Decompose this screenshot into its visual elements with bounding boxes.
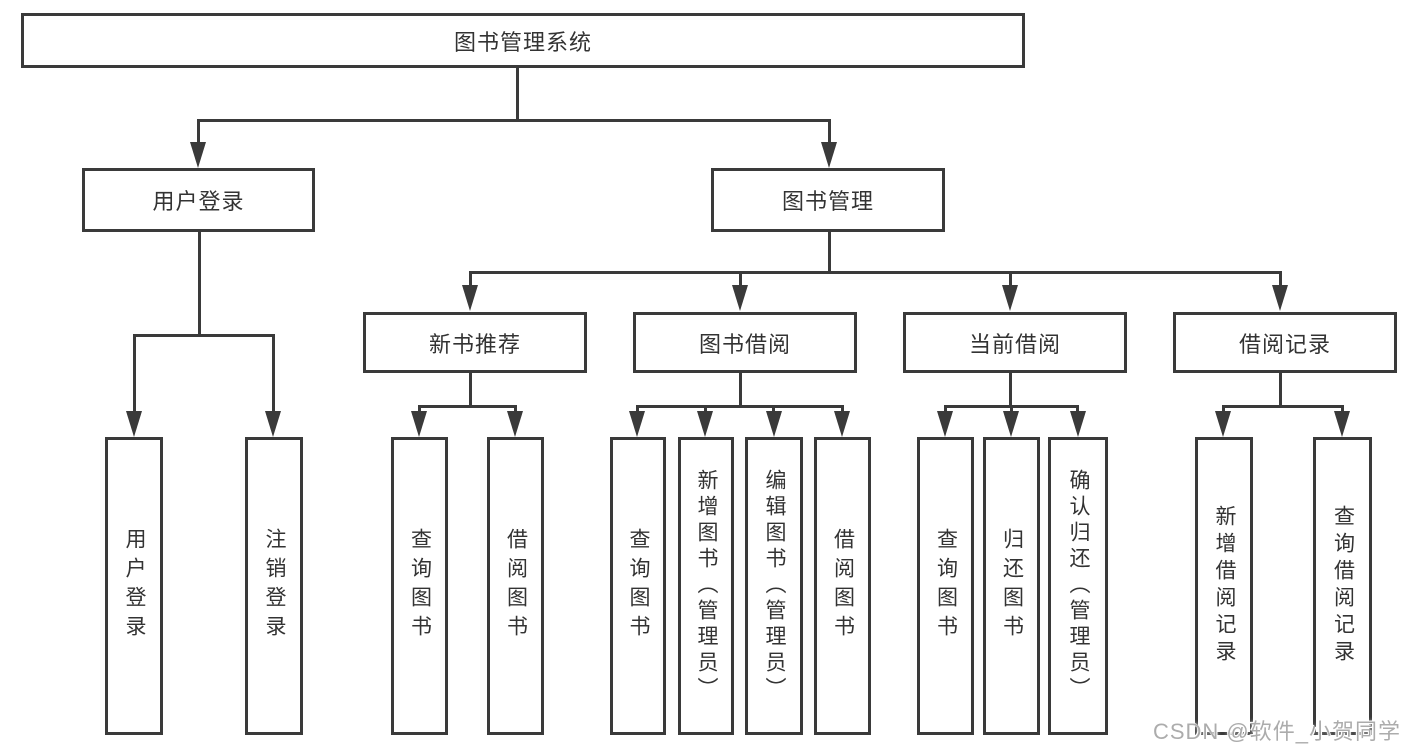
connector-leaf-drop [636, 405, 639, 414]
node-current-borrowing: 当前借阅 [903, 312, 1127, 373]
leaf-label: 借阅图书 [831, 528, 855, 644]
arrow-down-icon [834, 411, 850, 437]
arrow-down-icon [1272, 285, 1288, 311]
node-label: 图书管理 [781, 189, 874, 214]
node-label: 借阅记录 [1238, 331, 1331, 357]
connector-leaf-drop [514, 405, 517, 414]
node-user-login: 用户登录 [82, 168, 315, 232]
leaf-label: 新增图书（管理员） [695, 469, 718, 703]
node-label: 图书管理系统 [453, 29, 592, 55]
connector-level3-drop [739, 271, 742, 289]
leaf-label: 借阅图书 [504, 528, 528, 644]
leaf-query-book-current: 查询图书 [917, 437, 974, 735]
arrow-down-icon [1003, 411, 1019, 437]
node-root-library-system: 图书管理系统 [21, 13, 1025, 68]
connector-current-borrow-stem [1009, 373, 1012, 407]
connector-leaf-drop [1222, 405, 1225, 414]
connector-new-book-stem [469, 373, 472, 407]
connector-leaf-drop [272, 334, 275, 414]
arrow-down-icon [732, 285, 748, 311]
connector-leaf-drop [772, 405, 775, 414]
leaf-label: 用户登录 [123, 528, 146, 644]
arrow-down-icon [629, 411, 645, 437]
leaf-label: 查询借阅记录 [1331, 505, 1355, 667]
arrow-down-icon [697, 411, 713, 437]
node-label: 当前借阅 [968, 331, 1061, 357]
arrow-down-icon [265, 411, 281, 437]
connector-book-borrow-branch [636, 405, 843, 408]
leaf-query-book-recommend: 查询图书 [391, 437, 448, 735]
leaf-label: 新增借阅记录 [1213, 505, 1236, 667]
arrow-down-icon [937, 411, 953, 437]
connector-leaf-drop [418, 405, 421, 414]
leaf-label: 查询图书 [408, 528, 432, 644]
connector-user-login-branch [133, 334, 275, 337]
connector-book-borrow-stem [739, 373, 742, 407]
leaf-label: 查询图书 [627, 528, 650, 644]
node-book-management: 图书管理 [711, 168, 945, 232]
leaf-label: 注销登录 [263, 528, 286, 644]
leaf-label: 确认归还（管理员） [1067, 469, 1090, 703]
connector-book-mgmt-stem [828, 232, 831, 273]
connector-leaf-drop [841, 405, 844, 414]
connector-root-branch [197, 119, 830, 122]
leaf-user-login: 用户登录 [105, 437, 163, 735]
leaf-confirm-return-admin: 确认归还（管理员） [1048, 437, 1108, 735]
leaf-return-book: 归还图书 [983, 437, 1040, 735]
connector-book-mgmt-drop [828, 119, 831, 146]
leaf-query-borrow-record: 查询借阅记录 [1313, 437, 1372, 735]
connector-leaf-drop [704, 405, 707, 414]
connector-new-book-branch [418, 405, 516, 408]
arrow-down-icon [821, 142, 837, 168]
connector-leaf-drop [1010, 405, 1013, 414]
connector-leaf-drop [1341, 405, 1344, 414]
arrow-down-icon [1070, 411, 1086, 437]
node-book-borrowing: 图书借阅 [633, 312, 857, 373]
connector-user-login-drop [197, 119, 200, 146]
arrow-down-icon [126, 411, 142, 437]
arrow-down-icon [411, 411, 427, 437]
leaf-borrow-book-recommend: 借阅图书 [487, 437, 544, 735]
connector-leaf-drop [1076, 405, 1079, 414]
node-new-book-recommend: 新书推荐 [363, 312, 587, 373]
leaf-borrow-book-borrow: 借阅图书 [814, 437, 871, 735]
node-label: 用户登录 [152, 189, 245, 214]
arrow-down-icon [1334, 411, 1350, 437]
leaf-query-book-borrow: 查询图书 [610, 437, 666, 735]
connector-borrow-record-stem [1279, 373, 1282, 407]
connector-root-stem [516, 66, 519, 121]
arrow-down-icon [766, 411, 782, 437]
connector-leaf-drop [133, 334, 136, 414]
connector-user-login-stem [198, 232, 201, 336]
leaf-label: 查询图书 [934, 528, 958, 644]
connector-level3-drop [469, 271, 472, 289]
connector-level3-drop [1279, 271, 1282, 289]
arrow-down-icon [1002, 285, 1018, 311]
arrow-down-icon [190, 142, 206, 168]
leaf-add-book-admin: 新增图书（管理员） [678, 437, 734, 735]
connector-book-mgmt-branch [469, 271, 1282, 274]
arrow-down-icon [1215, 411, 1231, 437]
leaf-add-borrow-record: 新增借阅记录 [1195, 437, 1253, 735]
node-label: 图书借阅 [698, 331, 791, 357]
node-borrow-records: 借阅记录 [1173, 312, 1397, 373]
leaf-label: 编辑图书（管理员） [763, 469, 786, 703]
arrow-down-icon [507, 411, 523, 437]
connector-level3-drop [1009, 271, 1012, 289]
leaf-logout: 注销登录 [245, 437, 303, 735]
leaf-edit-book-admin: 编辑图书（管理员） [745, 437, 803, 735]
node-label: 新书推荐 [428, 331, 521, 357]
leaf-label: 归还图书 [1000, 528, 1024, 644]
connector-borrow-record-branch [1222, 405, 1343, 408]
connector-leaf-drop [944, 405, 947, 414]
arrow-down-icon [462, 285, 478, 311]
